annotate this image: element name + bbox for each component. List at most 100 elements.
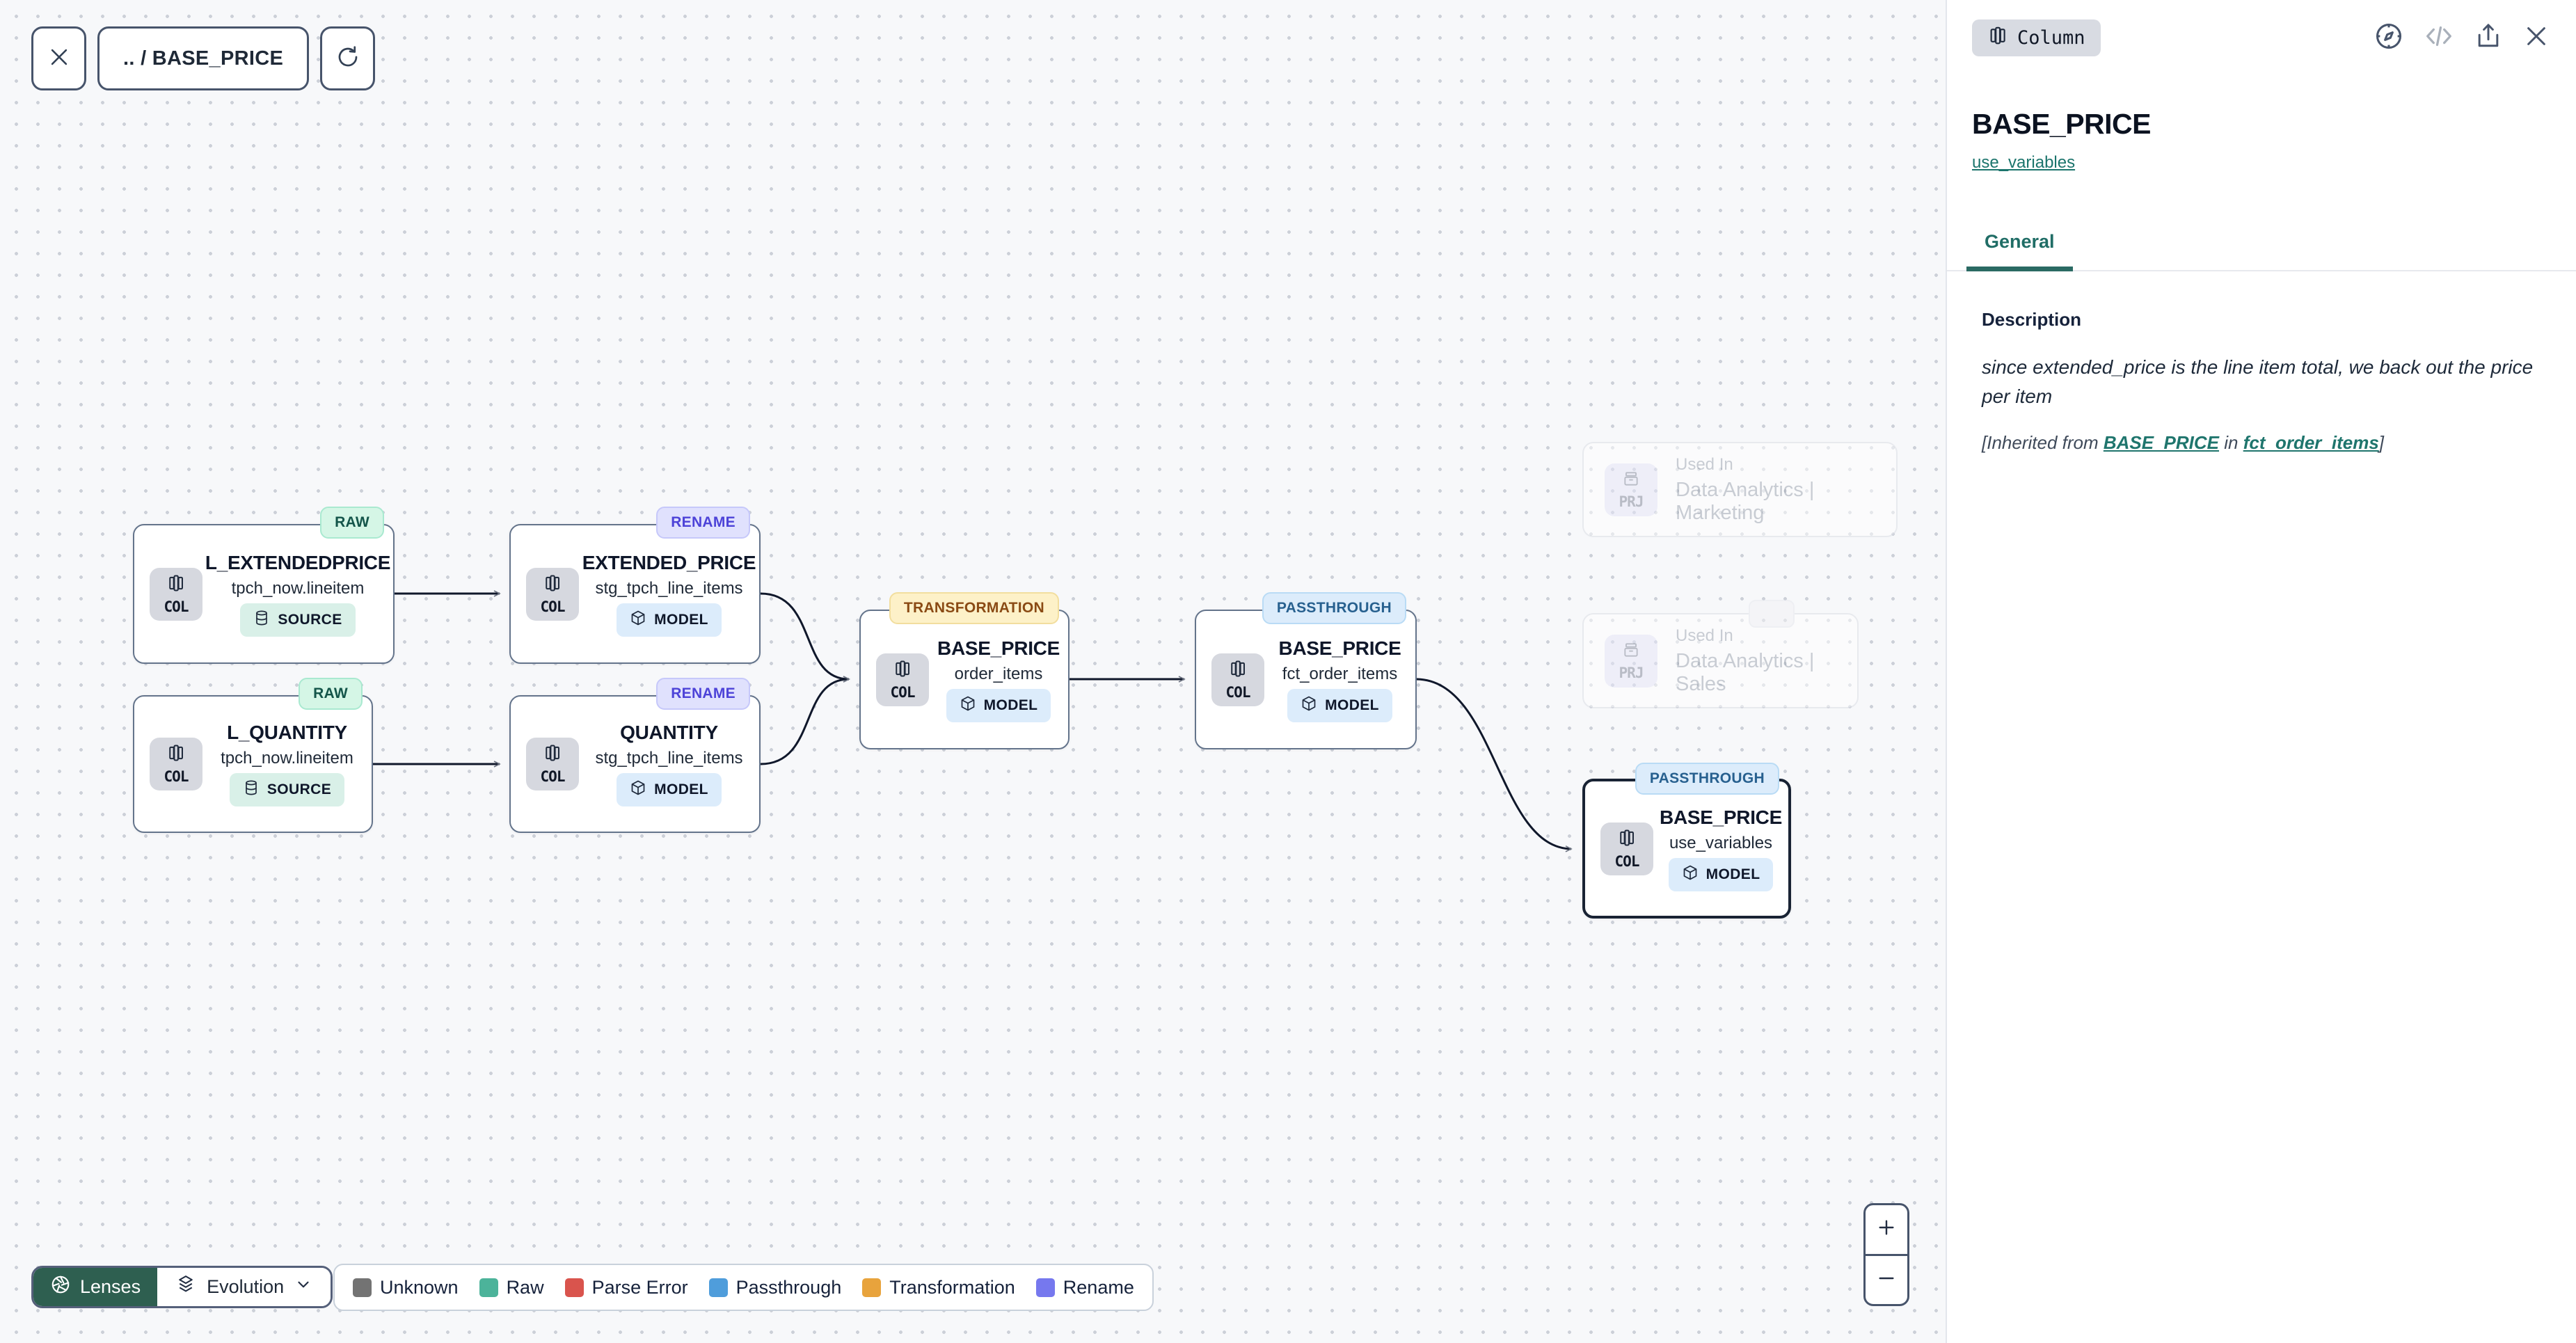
legend-swatch bbox=[479, 1278, 498, 1297]
column-chip: COL bbox=[1211, 653, 1264, 706]
lineage-edges bbox=[373, 590, 1573, 852]
archive-icon bbox=[1622, 470, 1640, 491]
used-in-node-sales[interactable]: PRJ Used In Data Analytics | Sales bbox=[1582, 600, 1859, 708]
lineage-node-l-quantity[interactable]: RAW COL L_QUANTITY tpch_now.lineitem SOU… bbox=[133, 678, 373, 833]
legend-swatch bbox=[353, 1278, 372, 1297]
close-lineage-button[interactable] bbox=[31, 26, 86, 90]
lineage-node-l-extendedprice[interactable]: RAW COL L_EXTENDEDPRICE tpch_now.lineite… bbox=[133, 507, 395, 664]
node-subtitle: fct_order_items bbox=[1282, 664, 1398, 683]
lineage-node-base-price-order-items[interactable]: TRANSFORMATION COL BASE_PRICE order_item… bbox=[859, 592, 1070, 749]
lens-selector[interactable]: Evolution bbox=[157, 1268, 331, 1306]
breadcrumb[interactable]: .. / BASE_PRICE bbox=[97, 26, 310, 90]
evolution-badge: RENAME bbox=[656, 507, 750, 539]
legend-swatch bbox=[1035, 1278, 1055, 1297]
column-chip: COL bbox=[876, 653, 929, 706]
zoom-in-button[interactable] bbox=[1866, 1205, 1907, 1256]
node-title: QUANTITY bbox=[620, 722, 718, 743]
column-chip: COL bbox=[526, 738, 579, 790]
zoom-out-button[interactable] bbox=[1866, 1256, 1907, 1305]
column-chip: COL bbox=[150, 738, 202, 790]
ghost-evolution-badge bbox=[1749, 600, 1795, 628]
model-badge: MODEL bbox=[1287, 688, 1392, 722]
column-chip: COL bbox=[150, 567, 202, 621]
lenses-label: Lenses bbox=[80, 1276, 141, 1297]
used-in-node-marketing[interactable]: PRJ Used In Data Analytics | Marketing bbox=[1582, 442, 1898, 537]
legend-swatch bbox=[708, 1278, 728, 1297]
node-title: BASE_PRICE bbox=[1278, 637, 1401, 659]
description-heading: Description bbox=[1982, 309, 2082, 330]
cube-icon bbox=[630, 610, 646, 630]
plus-icon bbox=[1875, 1216, 1898, 1242]
columns-icon bbox=[1228, 659, 1248, 682]
inherited-column-link[interactable]: BASE_PRICE bbox=[2103, 432, 2220, 453]
lenses-button[interactable]: Lenses bbox=[33, 1268, 158, 1306]
refresh-button[interactable] bbox=[320, 26, 376, 90]
columns-icon bbox=[543, 573, 562, 596]
legend-item-transformation: Transformation bbox=[862, 1277, 1015, 1298]
breadcrumb-label: .. / BASE_PRICE bbox=[123, 47, 284, 70]
node-title: L_QUANTITY bbox=[227, 722, 347, 743]
legend-item-parse-error: Parse Error bbox=[564, 1277, 688, 1298]
lineage-node-base-price-use-variables[interactable]: PASSTHROUGH COL BASE_PRICE use_variables… bbox=[1582, 763, 1791, 919]
source-badge: SOURCE bbox=[240, 603, 356, 637]
model-badge: MODEL bbox=[946, 688, 1051, 722]
panel-title: BASE_PRICE bbox=[1972, 108, 2152, 140]
evolution-legend: Unknown Raw Parse Error Passthrough Tran… bbox=[333, 1264, 1154, 1311]
cube-icon bbox=[1301, 695, 1317, 716]
node-subtitle: tpch_now.lineitem bbox=[231, 578, 365, 598]
columns-icon bbox=[166, 573, 186, 596]
lineage-canvas[interactable]: .. / BASE_PRICE RAW COL L_EXTENDEDPRICE … bbox=[0, 0, 1946, 1343]
tab-general[interactable]: General bbox=[1966, 231, 2073, 271]
cube-icon bbox=[960, 695, 976, 716]
legend-item-unknown: Unknown bbox=[353, 1277, 459, 1298]
columns-icon bbox=[1617, 828, 1637, 851]
code-button[interactable] bbox=[2423, 20, 2455, 56]
column-chip: COL bbox=[1600, 822, 1653, 875]
entity-type-badge: Column bbox=[1972, 19, 2101, 56]
layers-icon bbox=[175, 1274, 196, 1300]
details-panel: Column BASE_PRICE use_variables General … bbox=[1946, 0, 2576, 1343]
explore-button[interactable] bbox=[2373, 20, 2405, 56]
inherited-model-link[interactable]: fct_order_items bbox=[2243, 432, 2379, 453]
model-badge: MODEL bbox=[617, 773, 722, 806]
minus-icon bbox=[1875, 1267, 1898, 1293]
used-in-name: Data Analytics | Sales bbox=[1676, 649, 1815, 695]
panel-tabs: General bbox=[1947, 231, 2576, 271]
evolution-badge: PASSTHROUGH bbox=[1635, 763, 1779, 795]
source-badge: SOURCE bbox=[229, 773, 345, 806]
evolution-badge: RENAME bbox=[656, 678, 750, 710]
used-in-label: Used In bbox=[1676, 454, 1733, 474]
cube-icon bbox=[1682, 864, 1699, 885]
lineage-node-base-price-fct-order-items[interactable]: PASSTHROUGH COL BASE_PRICE fct_order_ite… bbox=[1195, 592, 1417, 749]
compass-icon bbox=[2373, 20, 2405, 56]
project-chip: PRJ bbox=[1605, 463, 1657, 516]
share-button[interactable] bbox=[2473, 21, 2504, 55]
close-panel-button[interactable] bbox=[2522, 22, 2551, 54]
node-subtitle: stg_tpch_line_items bbox=[595, 578, 743, 598]
evolution-badge: PASSTHROUGH bbox=[1262, 592, 1406, 624]
close-icon bbox=[47, 45, 71, 72]
node-title: BASE_PRICE bbox=[937, 637, 1060, 659]
evolution-badge: RAW bbox=[320, 507, 384, 539]
share-icon bbox=[2473, 21, 2504, 55]
close-icon bbox=[2522, 22, 2551, 54]
zoom-controls bbox=[1863, 1203, 1909, 1306]
node-subtitle: order_items bbox=[954, 664, 1043, 683]
database-icon bbox=[243, 779, 260, 800]
legend-swatch bbox=[564, 1278, 584, 1297]
code-icon bbox=[2423, 20, 2455, 56]
node-title: BASE_PRICE bbox=[1660, 806, 1782, 828]
legend-item-raw: Raw bbox=[479, 1277, 544, 1298]
columns-icon bbox=[166, 743, 186, 766]
evolution-badge: RAW bbox=[299, 678, 363, 710]
column-chip: COL bbox=[526, 567, 579, 621]
lineage-node-extended-price[interactable]: RENAME COL EXTENDED_PRICE stg_tpch_line_… bbox=[509, 507, 761, 664]
archive-icon bbox=[1622, 641, 1640, 662]
lens-selected-label: Evolution bbox=[207, 1276, 285, 1297]
model-link[interactable]: use_variables bbox=[1972, 153, 2076, 172]
description-body: since extended_price is the line item to… bbox=[1982, 356, 2534, 407]
evolution-badge: TRANSFORMATION bbox=[889, 592, 1059, 624]
model-badge: MODEL bbox=[617, 603, 722, 637]
database-icon bbox=[253, 610, 270, 630]
lineage-node-quantity[interactable]: RENAME COL QUANTITY stg_tpch_line_items … bbox=[509, 678, 761, 833]
